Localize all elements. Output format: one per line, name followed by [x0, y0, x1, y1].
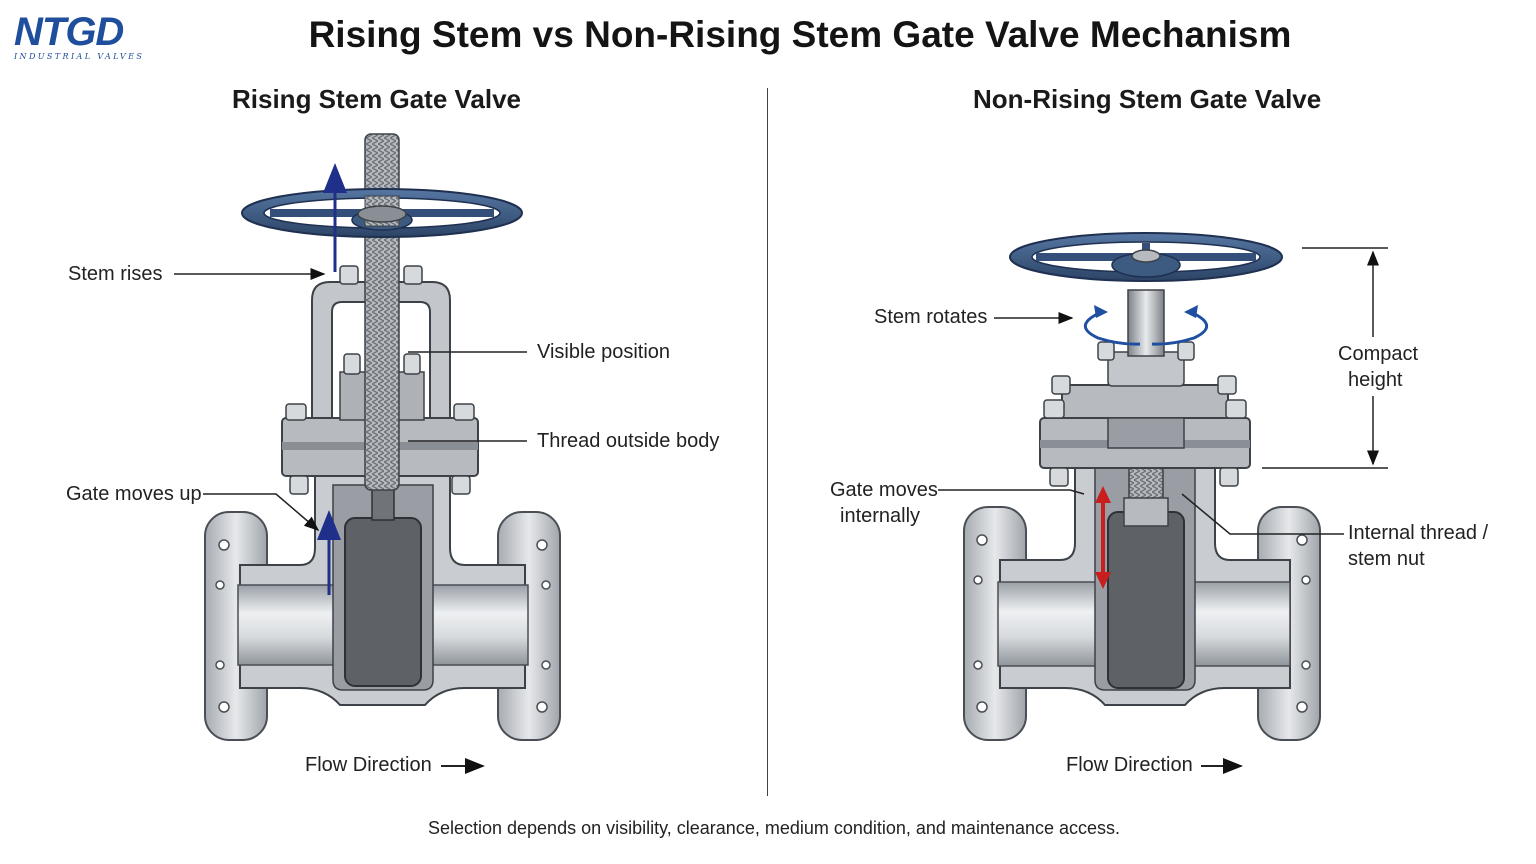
label-stem-rises: Stem rises	[68, 263, 163, 285]
label-gate-moves-line1: Gate moves	[830, 479, 938, 501]
label-stem-rotates: Stem rotates	[874, 306, 988, 328]
label-gate-moves-line2: internally	[840, 505, 921, 527]
left-panel-title: Rising Stem Gate Valve	[232, 84, 522, 114]
panel-divider	[767, 88, 768, 796]
label-compact-height-line1: Compact	[1338, 343, 1419, 365]
brand-tagline: INDUSTRIAL VALVES	[14, 52, 145, 61]
label-compact-height-line2: height	[1348, 369, 1403, 391]
label-flow-direction-right: Flow Direction	[1066, 754, 1193, 776]
label-visible-position: Visible position	[537, 341, 671, 363]
label-internal-thread-line2: stem nut	[1348, 548, 1425, 570]
rising-stem-valve	[204, 133, 561, 741]
brand-logo: NTGD	[14, 10, 124, 54]
footer-note: Selection depends on visibility, clearan…	[427, 818, 1121, 838]
label-flow-direction-left: Flow Direction	[305, 754, 432, 776]
right-panel-title: Non-Rising Stem Gate Valve	[973, 84, 1322, 114]
label-thread-outside-body: Thread outside body	[537, 430, 720, 452]
non-rising-stem-valve	[963, 232, 1321, 741]
label-gate-moves-up: Gate moves up	[66, 483, 202, 505]
label-internal-thread-line1: Internal thread /	[1348, 522, 1489, 544]
page-title: Rising Stem vs Non-Rising Stem Gate Valv…	[308, 14, 1292, 55]
